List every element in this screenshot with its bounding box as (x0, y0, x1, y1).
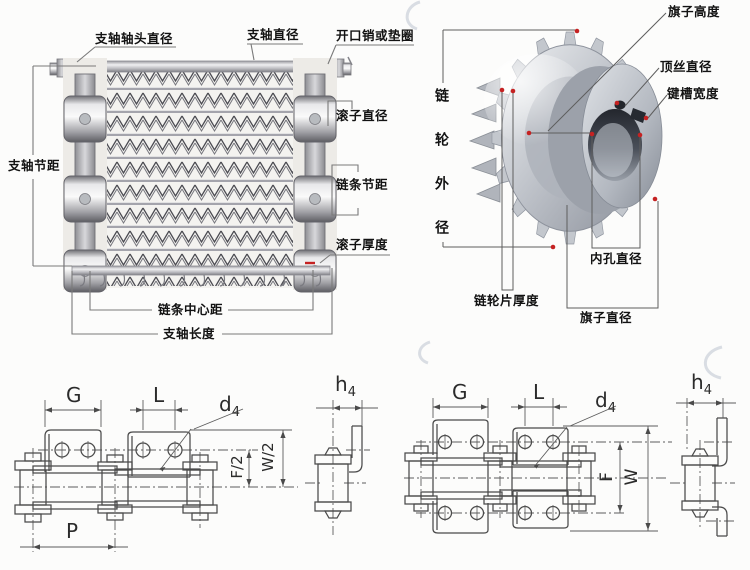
belt-dimension-lines (32, 43, 414, 335)
chain-side-view-a (14, 400, 298, 552)
dim-d4-right: d4 (595, 388, 616, 416)
dim-l-left: L (153, 383, 165, 407)
dim-h4-mid: h4 (335, 372, 356, 400)
label-hub-height: 旗子高度 (668, 4, 721, 19)
label-chain-center-distance: 链条中心距 (158, 302, 224, 317)
dim-g-right: G (452, 380, 468, 404)
label-shaft-head-diameter: 支轴轴头直径 (95, 31, 174, 46)
label-plate-thickness: 链轮片厚度 (474, 293, 540, 308)
dim-g-left: G (66, 383, 82, 407)
arrowheads-right-drawing (433, 404, 651, 530)
label-roller-diameter: 滚子直径 (336, 108, 389, 123)
chain-end-view-k (670, 398, 736, 537)
label-shaft-diameter: 支轴直径 (247, 27, 300, 42)
label-bore-diameter: 内孔直径 (590, 251, 643, 266)
red-marker-dots (499, 28, 658, 250)
mesh-belt-figure (32, 43, 414, 335)
label-shaft-length: 支轴长度 (163, 326, 216, 341)
label-cotter-or-washer: 开口销或垫圈 (336, 28, 415, 43)
sprocket-figure (442, 12, 668, 309)
dim-l-right: L (533, 380, 545, 404)
label-keyway-width: 键槽宽度 (667, 86, 720, 101)
chain-end-view-a (305, 400, 378, 535)
label-chain-pitch: 链条节距 (336, 177, 389, 192)
arrowheads-left-drawing (33, 407, 286, 550)
label-sprocket-outer-diameter: 链轮外径 (433, 88, 449, 264)
sprocket-dimension-lines (442, 12, 668, 309)
chain-side-view-k (404, 398, 672, 534)
belt-right-chain (293, 58, 337, 293)
label-roller-thickness: 滚子厚度 (336, 237, 389, 252)
dim-h4-right: h4 (691, 370, 712, 398)
label-hub-diameter: 旗子直径 (580, 310, 633, 325)
dim-f-half: F/2 (228, 455, 246, 479)
label-shaft-pitch: 支轴节距 (8, 158, 61, 173)
label-set-screw-diameter: 顶丝直径 (660, 59, 713, 74)
dim-f: F (597, 472, 617, 482)
dim-w-half: W/2 (259, 442, 277, 472)
watermark-curls (405, 0, 723, 380)
dim-p: P (66, 519, 79, 543)
dim-w: W (622, 468, 642, 486)
belt-left-chain (63, 58, 107, 293)
dim-d4-left: d4 (219, 392, 240, 420)
